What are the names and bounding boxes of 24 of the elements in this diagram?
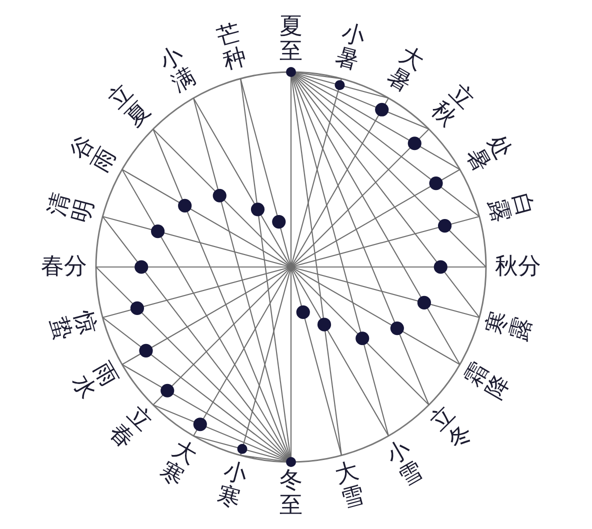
- solar-term-label: 立夏: [104, 80, 156, 132]
- solar-term-label: 惊蛰: [44, 308, 100, 344]
- solar-term-label: 大暑: [382, 42, 428, 98]
- solar-term-label: 小满: [154, 42, 200, 98]
- solar-term-label: 雨水: [66, 358, 122, 404]
- solar-term-label: 白露: [482, 190, 538, 226]
- solar-term-label: 立春: [104, 401, 156, 454]
- solar-term-label: 大寒: [154, 436, 200, 492]
- solar-term-label: 芒种: [214, 20, 250, 76]
- solar-term-label: 小寒: [214, 458, 250, 514]
- solar-term-label: 谷雨: [66, 130, 122, 176]
- solar-term-label: 立秋: [425, 80, 478, 132]
- solar-term-label: 冬至: [280, 468, 302, 520]
- solar-term-label: 大雪: [332, 458, 368, 514]
- solar-term-label: 清明: [44, 190, 100, 226]
- solar-term-label: 夏至: [280, 14, 302, 66]
- solar-term-label: 立冬: [425, 401, 478, 454]
- solar-term-label: 秋分: [495, 254, 541, 280]
- solar-term-label: 小暑: [332, 20, 368, 76]
- solar-term-label: 处暑: [460, 130, 516, 176]
- solar-term-label: 小雪: [382, 436, 428, 492]
- solar-term-label: 霜降: [460, 358, 516, 404]
- solar-term-label: 春分: [41, 254, 87, 280]
- solar-term-label: 寒露: [482, 308, 538, 344]
